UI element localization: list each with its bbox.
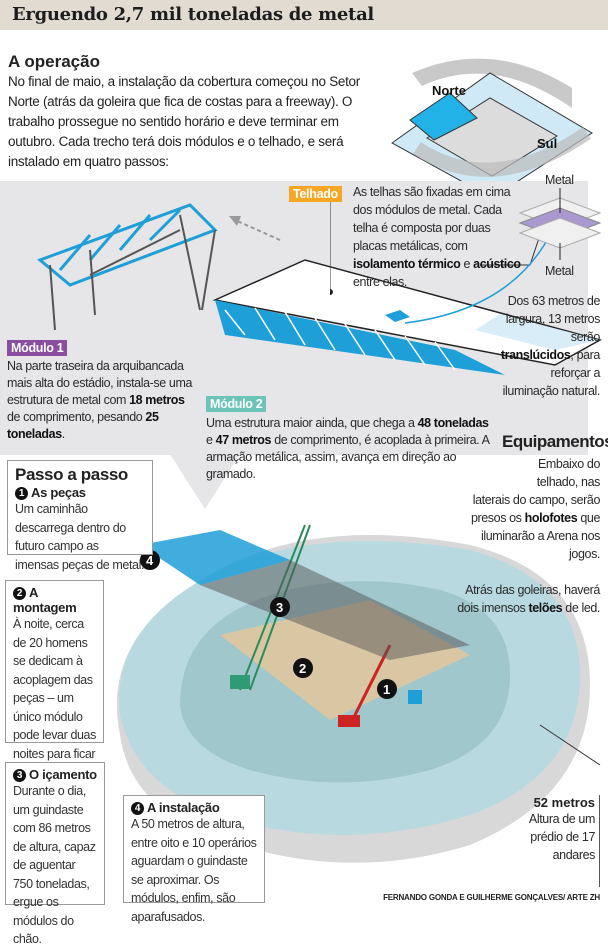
title-bar bbox=[0, 0, 608, 30]
credit: FERNANDO GONDA E GUILHERME GONÇALVES/ AR… bbox=[383, 893, 600, 902]
stadium-illustration: 4 3 2 1 bbox=[116, 524, 601, 863]
telhado-text: As telhas são fixadas em cima dos módulo… bbox=[353, 185, 521, 289]
svg-text:2: 2 bbox=[299, 661, 306, 676]
panel-pointer bbox=[170, 454, 240, 509]
equipamentos-heading: Equipamentos bbox=[502, 432, 608, 451]
telhado-label: Telhado bbox=[289, 186, 342, 202]
stadium-mini-map: Norte Sul bbox=[391, 58, 593, 188]
passo-heading: Passo a passo bbox=[15, 465, 128, 484]
modulo1-label: Módulo 1 bbox=[7, 340, 68, 356]
page-title: Erguendo 2,7 mil toneladas de metal bbox=[12, 4, 374, 25]
modulo1-text: Na parte traseira da arquibancada mais a… bbox=[7, 359, 193, 441]
north-sector bbox=[409, 92, 478, 141]
modulo2-text: Uma estrutura maior ainda, que chega a 4… bbox=[206, 416, 489, 481]
roof-layers-illustration bbox=[518, 188, 602, 260]
operacao-heading: A operação bbox=[8, 52, 100, 71]
svg-text:1: 1 bbox=[383, 682, 390, 697]
svg-text:3: 3 bbox=[276, 600, 283, 615]
height-heading: 52 metros bbox=[533, 795, 595, 810]
arrow-icon bbox=[229, 216, 281, 241]
height-callout: 52 metros Altura de um prédio de 17 anda… bbox=[510, 795, 600, 887]
north-label: Norte bbox=[432, 83, 466, 98]
roof-tile-marker bbox=[385, 310, 410, 322]
callout-lines bbox=[330, 200, 551, 324]
modulo2-label: Módulo 2 bbox=[206, 396, 267, 412]
translucido-text: Dos 63 metros de largura, 13 metros serã… bbox=[500, 294, 601, 398]
metal-top-label: Metal bbox=[545, 173, 574, 187]
operacao-text: No final de maio, a instalação da cobert… bbox=[8, 74, 360, 169]
equipamentos-text: Embaixo do telhado, nas laterais do camp… bbox=[457, 457, 600, 615]
svg-text:4: 4 bbox=[146, 553, 154, 568]
height-text: Altura de um prédio de 17 andares bbox=[528, 812, 595, 862]
module1-structure-illustration bbox=[37, 203, 218, 331]
south-label: Sul bbox=[537, 136, 557, 151]
metal-bottom-label: Metal bbox=[545, 264, 574, 278]
module2-structure-illustration bbox=[212, 259, 602, 375]
